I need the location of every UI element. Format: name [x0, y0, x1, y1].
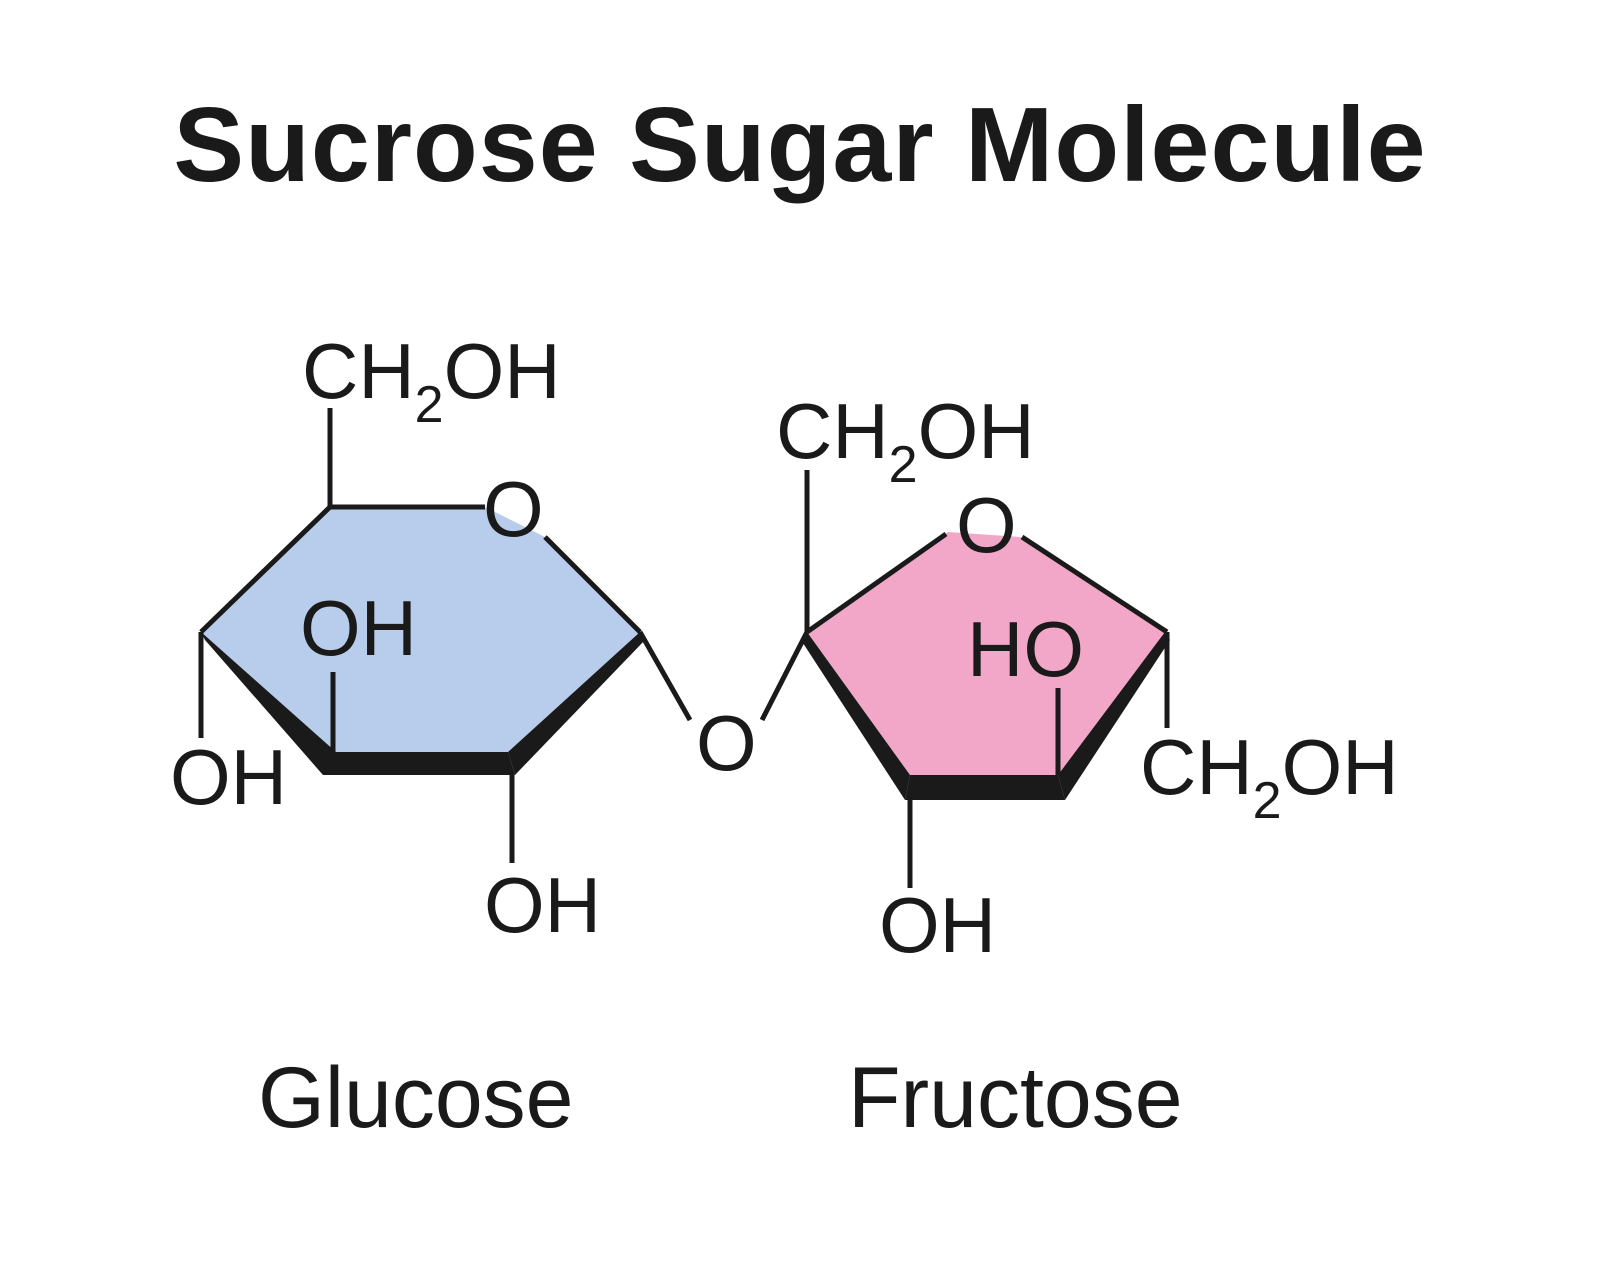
diagram-title: Sucrose Sugar Molecule: [173, 86, 1427, 204]
glucose-ring: CH2OH O OH OH OH: [170, 327, 645, 949]
glucose-ring-fill: [201, 507, 640, 752]
fructose-o-c5-bond: [1020, 534, 1169, 635]
fructose-bottom-oh-label: OH: [879, 881, 996, 969]
fructose-wedge-left: [801, 632, 910, 800]
glucose-ch2oh-label: CH2OH: [302, 327, 561, 434]
fructose-c2-o-bond: [805, 531, 948, 635]
glucose-c2-oh-label: OH: [484, 861, 601, 949]
glucose-o-c1-bond: [543, 535, 642, 634]
glucose-c4-oh-label: OH: [170, 733, 287, 821]
fructose-wedge-right: [1058, 632, 1170, 800]
glycosidic-bond-left: [637, 630, 693, 722]
glucose-c3-oh-label: OH: [300, 584, 417, 672]
fructose-wedge-bottom: [905, 775, 1065, 800]
glycosidic-linkage: O: [637, 630, 810, 787]
glucose-wedge-left: [201, 632, 336, 775]
fructose-ring: CH2OH O HO CH2OH OH: [776, 387, 1399, 969]
fructose-ho-label: HO: [967, 605, 1084, 693]
glucose-wedge-right: [508, 632, 645, 775]
fructose-name-label: Fructose: [848, 1050, 1183, 1146]
fructose-top-ch2oh-label: CH2OH: [776, 387, 1035, 494]
fructose-right-ch2oh-label: CH2OH: [1140, 723, 1399, 830]
glycosidic-bond-right: [759, 630, 810, 722]
fructose-ring-oxygen: O: [956, 481, 1017, 569]
fructose-ring-fill: [807, 532, 1167, 775]
glucose-name-label: Glucose: [258, 1050, 574, 1146]
glycosidic-oxygen: O: [696, 699, 757, 787]
glucose-ring-oxygen: O: [483, 465, 544, 553]
glucose-wedge-bottom: [323, 752, 515, 775]
